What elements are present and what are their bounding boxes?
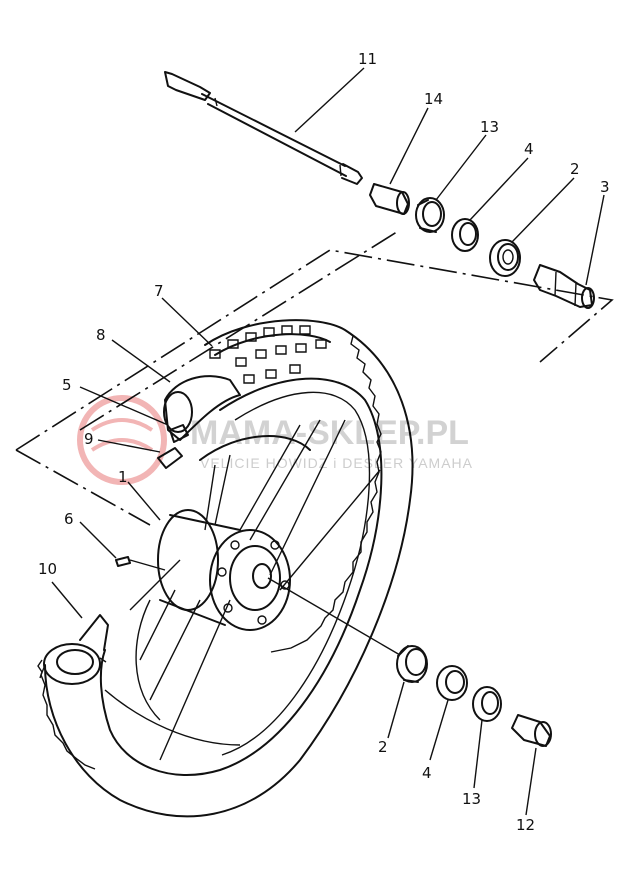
spacer-part-4b (436, 665, 468, 701)
callout-14: 14 (424, 90, 443, 108)
callout-2-lower: 2 (378, 738, 388, 756)
callout-leader-lines (51, 67, 605, 816)
watermark-subtext: VELICIE HOWIDZ i DESLER YAMAHA (200, 455, 473, 471)
callout-11: 11 (358, 50, 377, 68)
watermark: MAMA-SKLEP.PL VELICIE HOWIDZ i DESLER YA… (77, 395, 473, 485)
nipple-part-6 (115, 556, 166, 571)
callout-labels: 11 14 13 4 2 3 7 8 5 9 1 6 10 2 4 13 12 (38, 50, 610, 834)
tube-part-8 (163, 375, 241, 441)
callout-4-lower: 4 (422, 764, 432, 782)
callout-4-upper: 4 (524, 140, 534, 158)
callout-12: 12 (516, 816, 535, 834)
watermark-text: MAMA-SKLEP.PL (190, 414, 469, 452)
callout-10: 10 (38, 560, 57, 578)
callout-5: 5 (62, 376, 72, 394)
spacer-tube-part-3 (533, 264, 595, 309)
callout-9: 9 (84, 430, 94, 448)
watermark-logo (77, 395, 167, 485)
callout-7: 7 (154, 282, 164, 300)
axle-part-11 (164, 71, 363, 185)
rim-band-part-10 (37, 614, 109, 685)
callout-1: 1 (118, 468, 128, 486)
collar-part-14 (369, 183, 410, 215)
callout-6: 6 (64, 510, 74, 528)
collar-part-12 (511, 714, 552, 747)
oil-seal-part-13b (472, 686, 502, 722)
hub (157, 509, 401, 656)
spokes (129, 419, 381, 761)
bearing-part-2b (396, 645, 428, 683)
callout-8: 8 (96, 326, 106, 344)
callout-3: 3 (600, 178, 610, 196)
front-tire (40, 319, 414, 818)
callout-13-lower: 13 (462, 790, 481, 808)
valve-part-9 (157, 424, 189, 469)
callout-13-upper: 13 (480, 118, 499, 136)
rim-part-1 (135, 435, 311, 721)
bearing-part-2a (489, 239, 521, 277)
spacer-part-4a (451, 218, 479, 252)
leader-frames (15, 229, 614, 526)
callout-2-upper: 2 (570, 160, 580, 178)
oil-seal-part-13a (415, 197, 445, 233)
